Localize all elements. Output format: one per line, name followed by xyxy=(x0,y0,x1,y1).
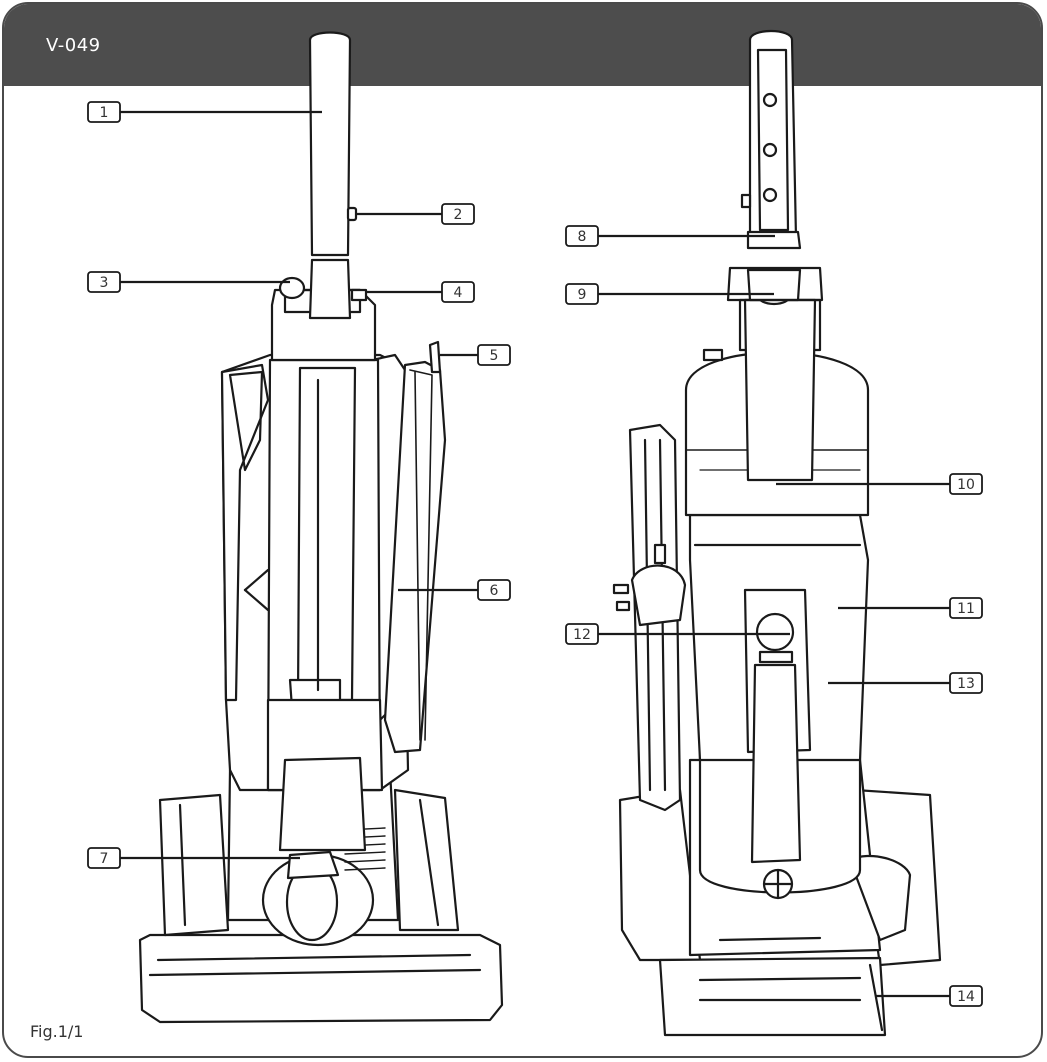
callout-tag-12 xyxy=(565,623,599,645)
callout-tag-14 xyxy=(949,985,983,1007)
callout-number-1: 1 xyxy=(100,105,109,121)
callout-number-11: 11 xyxy=(957,601,975,617)
callout-number-6: 6 xyxy=(490,583,499,599)
callout-number-10: 10 xyxy=(957,477,975,493)
callout-tag-2 xyxy=(441,203,475,225)
vacuum-front-view xyxy=(138,31,504,1024)
callout-tag-4 xyxy=(441,281,475,303)
rear-base xyxy=(618,788,702,962)
model-code: V-049 xyxy=(46,35,101,56)
callout-tag-6 xyxy=(477,579,511,601)
floor-head-left xyxy=(138,933,504,1024)
callout-tag-7 xyxy=(87,847,121,869)
callout-number-8: 8 xyxy=(578,229,587,245)
vacuum-rear-view xyxy=(612,30,942,1037)
callout-number-2: 2 xyxy=(454,207,463,223)
callout-tag-10 xyxy=(949,473,983,495)
callout-tag-11 xyxy=(949,597,983,619)
callout-number-14: 14 xyxy=(957,989,975,1005)
callout-number-4: 4 xyxy=(454,285,463,301)
callout-tag-5 xyxy=(477,344,511,366)
figure-label: Fig.1/1 xyxy=(30,1022,84,1041)
callout-number-5: 5 xyxy=(490,348,499,364)
callout-tag-1 xyxy=(87,101,121,123)
callout-number-13: 13 xyxy=(957,676,975,692)
callout-number-12: 12 xyxy=(573,627,591,643)
callout-number-7: 7 xyxy=(100,851,109,867)
callout-tag-9 xyxy=(565,283,599,305)
header-bar: V-049 xyxy=(4,4,1041,86)
callout-tag-8 xyxy=(565,225,599,247)
callout-number-3: 3 xyxy=(100,275,109,291)
callout-number-9: 9 xyxy=(578,287,587,303)
callout-tag-13 xyxy=(949,672,983,694)
callout-tag-3 xyxy=(87,271,121,293)
